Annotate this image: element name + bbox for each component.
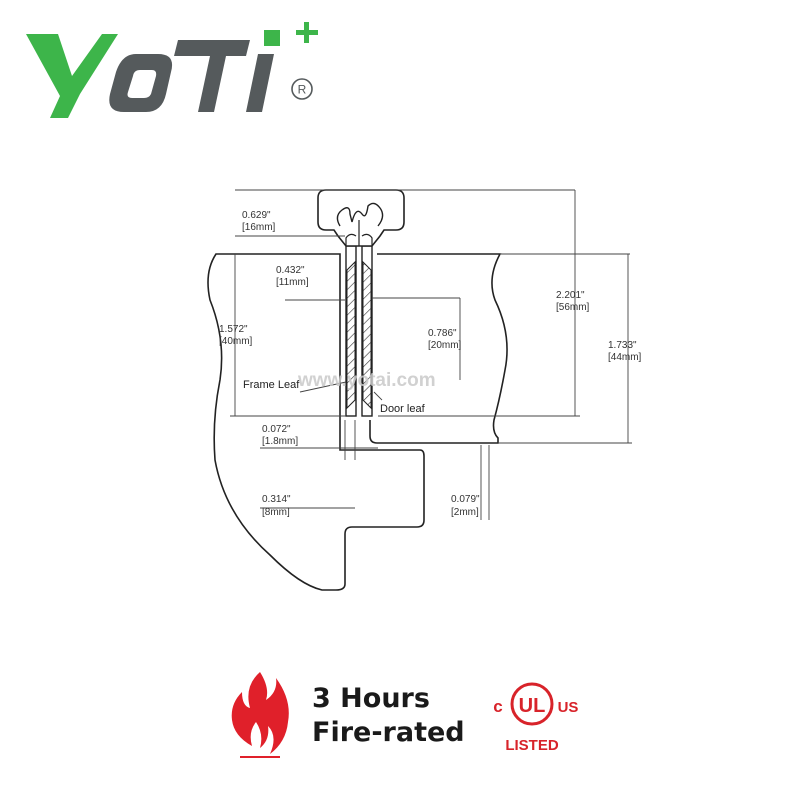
fire-rating-text: 3 Hours Fire-rated bbox=[312, 682, 465, 750]
fire-rating-label: Fire-rated bbox=[312, 717, 465, 748]
dim-gap-inch: 0.072" bbox=[262, 424, 291, 435]
ul-c: c bbox=[493, 697, 502, 716]
ul-mark: UL bbox=[519, 695, 546, 717]
dim-total-height-mm: [56mm] bbox=[556, 302, 590, 313]
logo-letter-i bbox=[246, 54, 274, 112]
flame-icon bbox=[231, 672, 289, 758]
dim-clearance-inch: 0.314" bbox=[262, 494, 291, 505]
dim-frame-offset-inch: 0.432" bbox=[276, 265, 305, 276]
frame-leaf-hatch bbox=[346, 260, 356, 410]
dim-total-height-inch: 2.201" bbox=[556, 290, 585, 301]
registered-mark-ring bbox=[291, 78, 313, 100]
logo-i-dot bbox=[264, 30, 280, 46]
hinge-cap bbox=[317, 189, 405, 247]
dim-frame-offset-mm: [11mm] bbox=[276, 277, 309, 288]
yoti-logo: R bbox=[26, 22, 318, 118]
ul-circle bbox=[510, 682, 554, 726]
hinge-interlock bbox=[336, 202, 384, 227]
frame-profile bbox=[207, 253, 425, 591]
hinge-neck bbox=[345, 233, 373, 246]
watermark: www.yotai.com bbox=[297, 370, 436, 391]
dim-door-height-inch: 1.733" bbox=[608, 340, 637, 351]
dim-gap-mm: [1.8mm] bbox=[262, 436, 298, 447]
registered-mark: R bbox=[298, 83, 307, 97]
dim-frame-height-mm: [40mm] bbox=[219, 336, 253, 347]
dim-edge-gap-mm: [2mm] bbox=[451, 507, 479, 518]
logo-plus-v bbox=[304, 22, 309, 43]
dim-leaf-thickness-inch: 0.629" bbox=[242, 210, 271, 221]
door-leaf-hatch bbox=[362, 260, 372, 410]
ul-listed-mark: UL c US LISTED bbox=[493, 682, 579, 754]
logo-letter-o bbox=[109, 54, 173, 112]
door-profile bbox=[369, 253, 508, 444]
label-door-leaf: Door leaf bbox=[380, 403, 426, 415]
dim-leaf-thickness-mm: [16mm] bbox=[242, 222, 276, 233]
ul-listed: LISTED bbox=[505, 737, 559, 754]
dim-frame-height-inch: 1.572" bbox=[219, 324, 248, 335]
dim-inner-depth-inch: 0.786" bbox=[428, 328, 457, 339]
dim-edge-gap-inch: 0.079" bbox=[451, 494, 480, 505]
dim-door-height-mm: [44mm] bbox=[608, 352, 642, 363]
logo-letter-t bbox=[174, 40, 250, 112]
fire-rating-badge: 3 Hours Fire-rated UL c US LISTED bbox=[220, 664, 600, 764]
dim-clearance-mm: [8mm] bbox=[262, 507, 290, 518]
dim-inner-depth-mm: [20mm] bbox=[428, 340, 462, 351]
logo-letter-y bbox=[26, 34, 118, 118]
ul-us: US bbox=[558, 699, 579, 716]
label-frame-leaf: Frame Leaf bbox=[243, 379, 300, 391]
dimension-lines bbox=[230, 189, 632, 520]
fire-rating-hours: 3 Hours bbox=[312, 683, 430, 714]
